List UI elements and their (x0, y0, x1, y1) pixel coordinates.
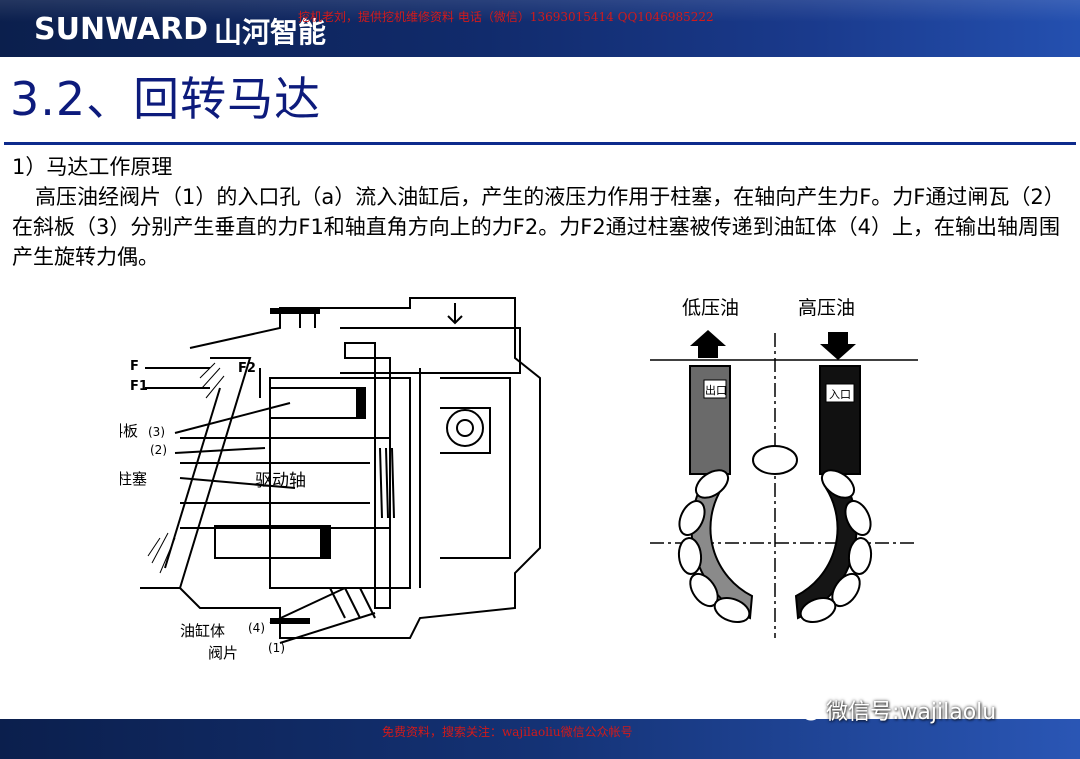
explanation-paragraph: 高压油经阀片（1）的入口孔（a）流入油缸后，产生的液压力作用于柱塞，在轴向产生力… (12, 185, 1065, 269)
title-underline (4, 142, 1076, 145)
cross-section-svg: F F1 F2 斜板 (3) (2) 闸瓦 柱塞 驱动轴 油缸体 (4) 阀片 … (85, 297, 541, 662)
label-inlet: 入口 (829, 388, 851, 401)
oil-flow-svg: 低压油 高压油 出口 入口 (650, 297, 918, 638)
label-swash-plate-num: (3) (148, 425, 165, 439)
wechat-icon (793, 699, 820, 721)
label-piston: 柱塞 (120, 470, 147, 488)
label-valve-plate: 阀片 (208, 644, 238, 662)
label-low-pressure: 低压油 (682, 297, 739, 319)
label-outlet: 出口 (705, 383, 727, 397)
label-cylinder-block: 油缸体 (180, 622, 225, 640)
label-cylinder-block-num: (4) (248, 621, 265, 635)
label-valve-plate-num: (1) (268, 641, 285, 655)
header-banner: SUNWARD 山河智能 (0, 0, 1080, 57)
label-f1: F1 (130, 379, 148, 394)
label-swash-plate: 斜板 (120, 422, 138, 440)
label-high-pressure: 高压油 (798, 297, 855, 319)
body-text: 1）马达工作原理 高压油经阀片（1）的入口孔（a）流入油缸后，产生的液压力作用于… (12, 152, 1074, 272)
wechat-id-text: 微信号:wajilaolu (826, 700, 997, 725)
wechat-id-overlay: 微信号:wajilaolu (792, 694, 996, 726)
motor-cross-section-diagram: F F1 F2 斜板 (3) (2) 闸瓦 柱塞 驱动轴 油缸体 (4) 阀片 … (85, 288, 570, 668)
brand-name-cn: 山河智能 (214, 16, 327, 49)
oil-flow-diagram: 低压油 高压油 出口 入口 (640, 288, 930, 658)
footer-banner (0, 719, 1080, 759)
label-shoe-num: (2) (150, 443, 167, 457)
header-watermark: 挖机老刘，提供挖机维修资料 电话（微信）13693015414 QQ104698… (298, 10, 714, 24)
label-f2: F2 (238, 361, 256, 376)
slide-title: 3.2、回转马达 (10, 72, 322, 126)
label-drive-shaft: 驱动轴 (255, 471, 306, 491)
footer-watermark: 免费资料，搜索关注：wajilaoliu微信公众帐号 (382, 725, 633, 739)
brand-logo: SUNWARD (34, 12, 209, 47)
label-f-top: F (130, 359, 139, 374)
header-gloss (0, 0, 1080, 22)
subheading: 1）马达工作原理 (12, 155, 173, 179)
